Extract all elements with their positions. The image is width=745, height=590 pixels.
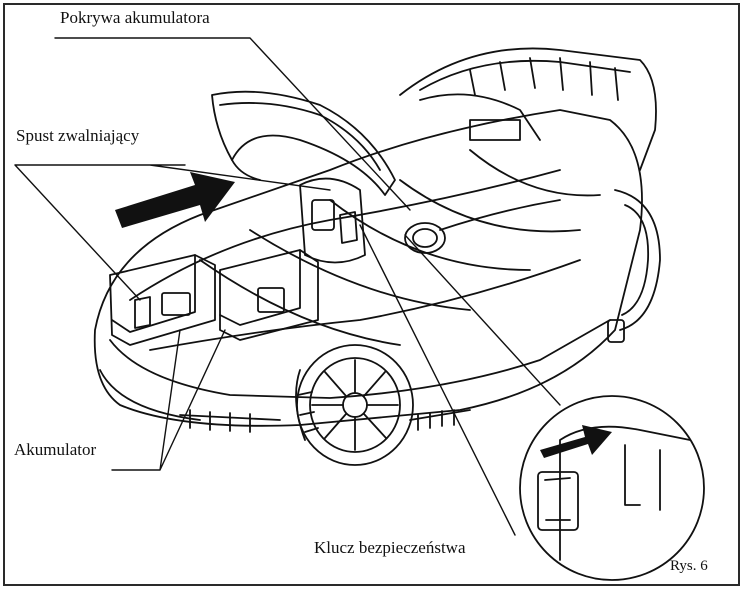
label-safety-key: Klucz bezpieczeństwa [312,538,468,558]
inset-arrow [540,425,612,458]
leader-lines [14,37,561,536]
grass-box [399,47,657,171]
comb-detail [179,409,471,433]
hub-right [607,319,625,343]
safety-key-housing [404,199,561,254]
label-battery-cover: Pokrywa akumulatora [58,8,212,28]
battery-1 [109,254,216,346]
safety-key-inset [519,395,705,581]
battery-compartment [299,177,366,264]
mower-deck [93,109,643,427]
battery-cover [211,90,396,196]
figure-number: Rys. 6 [670,558,708,574]
battery-2 [219,249,319,341]
front-wheel [295,344,414,466]
label-release-trigger: Spust zwalniający [14,126,142,146]
rear-wheel [614,189,661,331]
insert-arrow [115,172,235,228]
label-battery: Akumulator [12,440,99,460]
